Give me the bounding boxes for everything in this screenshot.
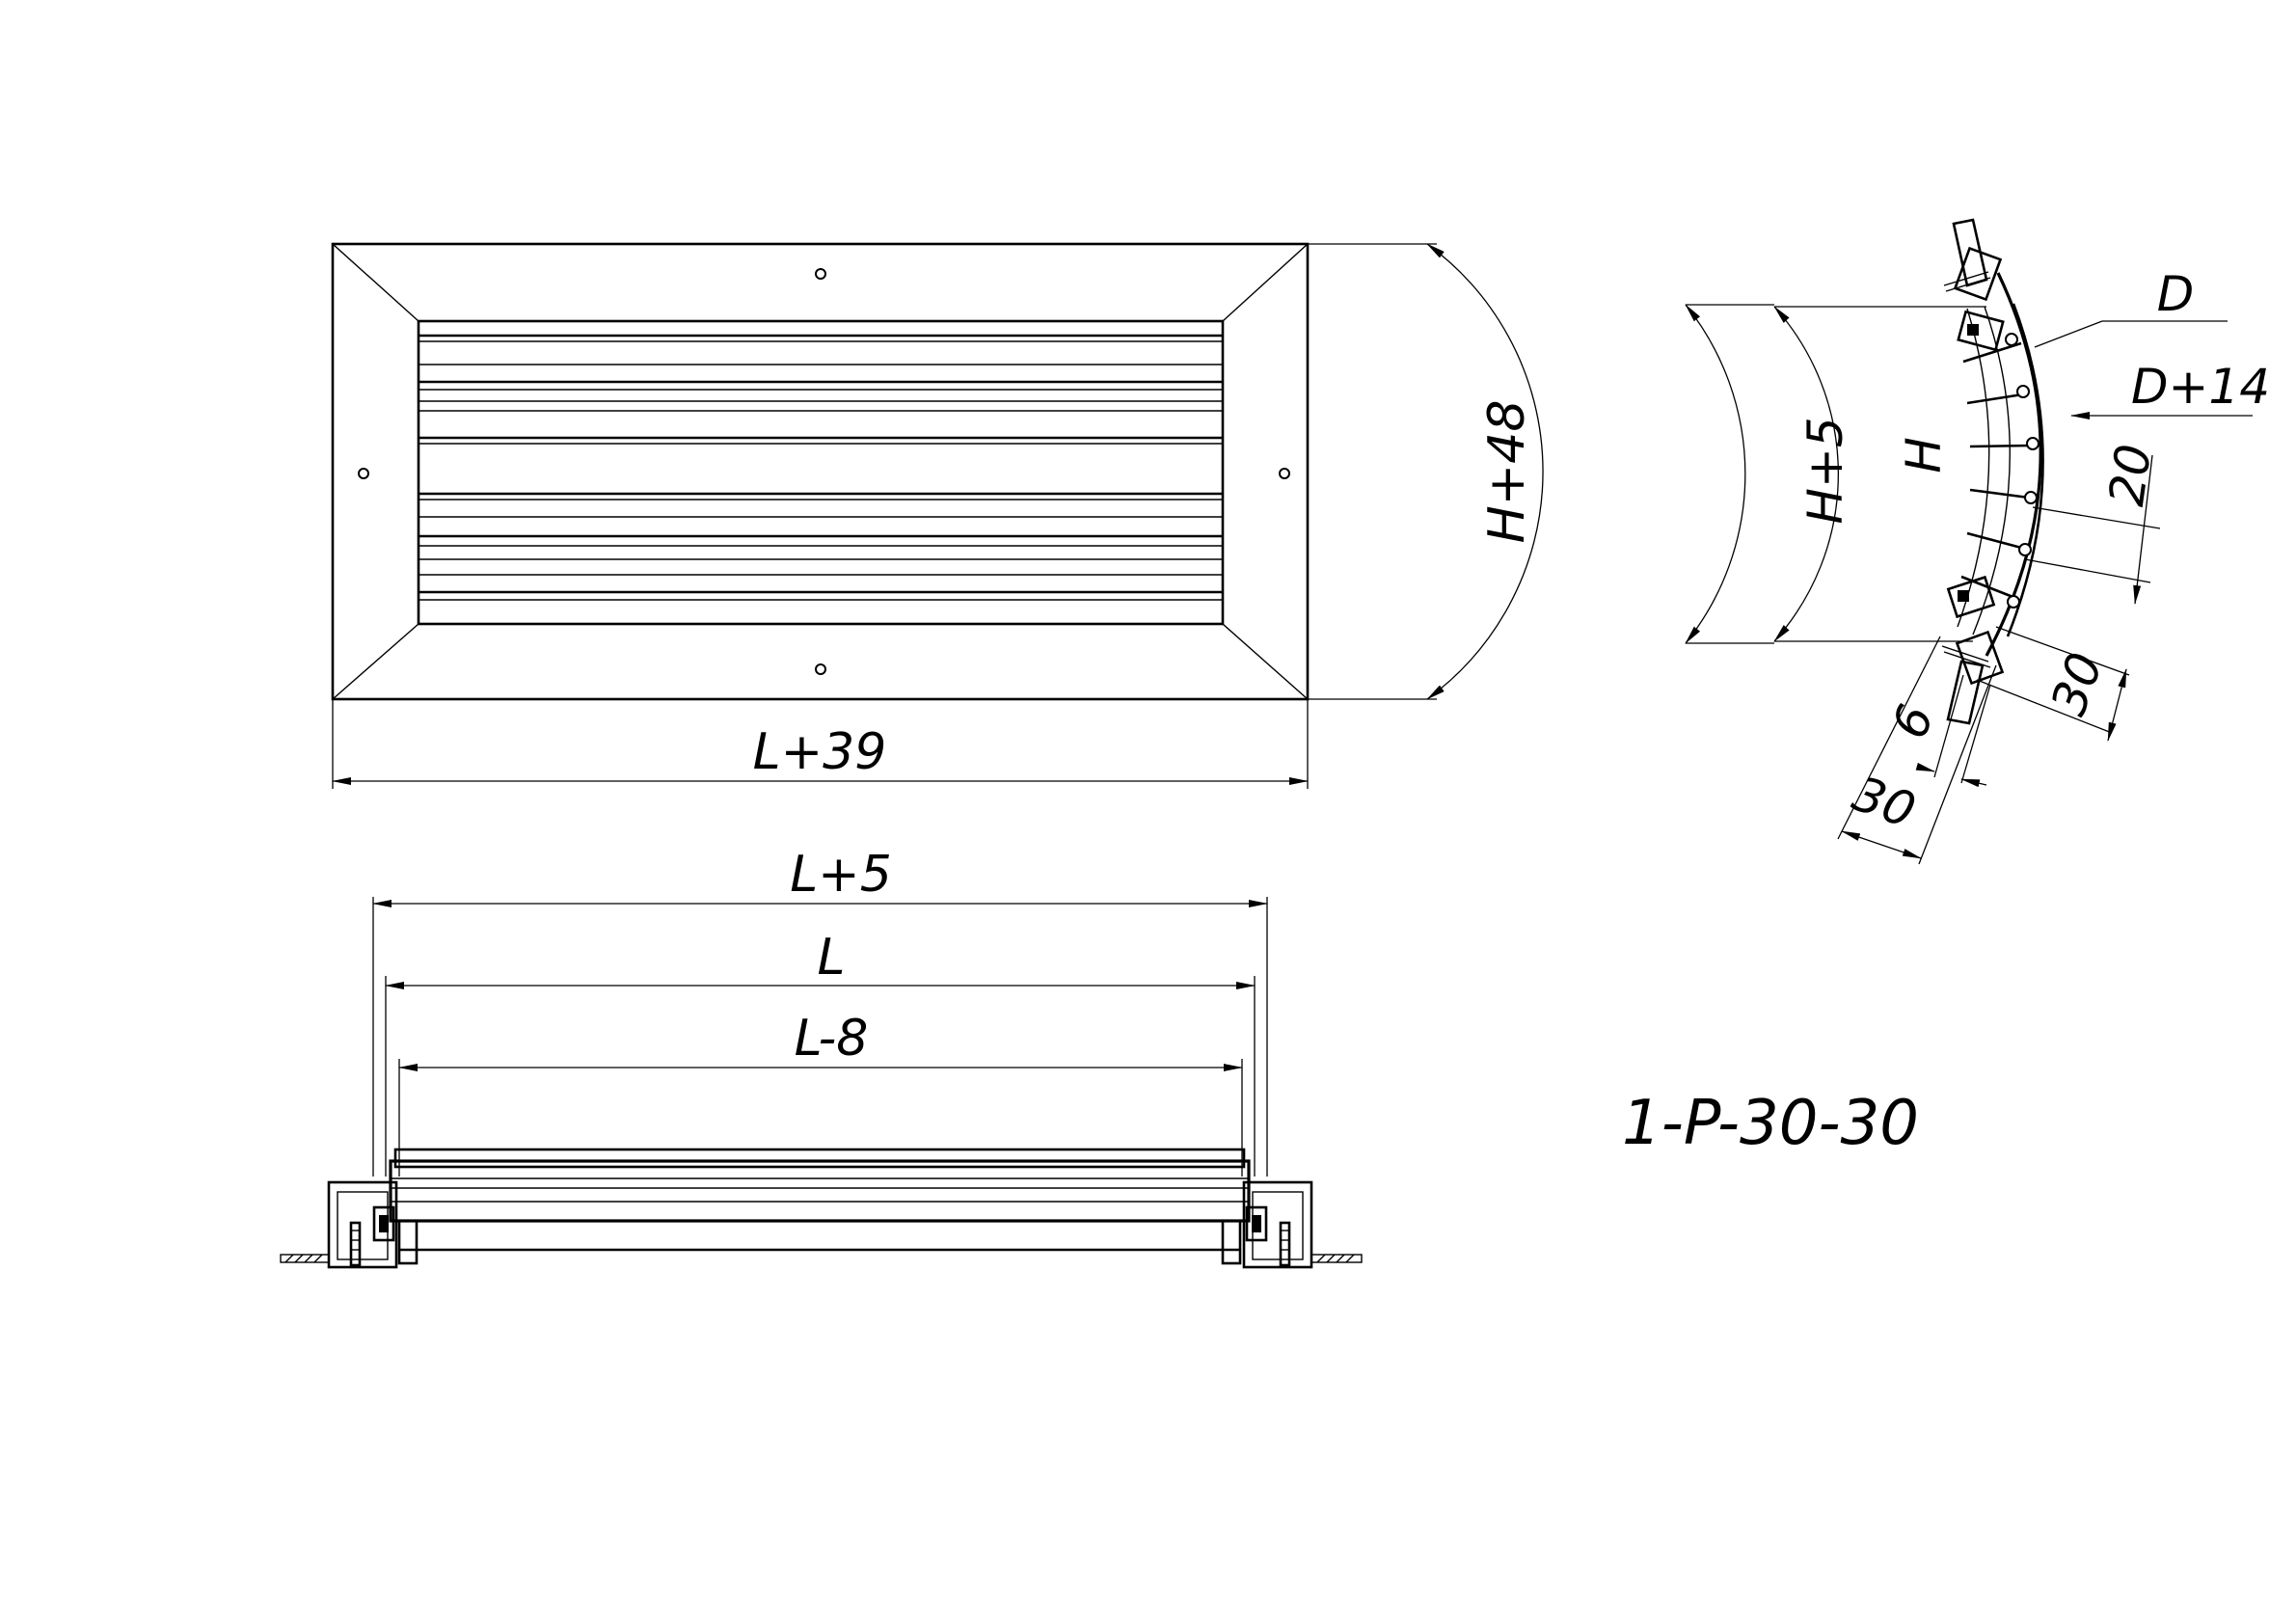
leader-d14: D+14 bbox=[2070, 359, 2270, 419]
height-label: H+48 bbox=[1478, 400, 1536, 544]
height-dimension: H+48 bbox=[1308, 243, 1544, 700]
model-code: 1-P-30-30 bbox=[1622, 1088, 1919, 1159]
dimension-20: 20 bbox=[2024, 441, 2162, 605]
width-dimension: L+39 bbox=[332, 699, 1309, 789]
grille-frame bbox=[331, 242, 1310, 701]
side-view: H H+5 D D+14 20 30 bbox=[1685, 218, 2270, 865]
dimension-30-bottom: 30 bbox=[1837, 636, 1997, 865]
curved-blades bbox=[1960, 333, 2039, 609]
label-20: 20 bbox=[2098, 441, 2162, 509]
mounting-holes bbox=[358, 268, 1290, 675]
dimension-30-right: 30 bbox=[1976, 626, 2130, 742]
curved-bottom-bracket bbox=[1941, 575, 2005, 686]
arc-dimension-h5: H+5 bbox=[1685, 304, 1853, 644]
dim-l-plus-5: L+5 bbox=[372, 846, 1268, 1177]
arc-dimension-h: H bbox=[1773, 306, 1986, 642]
left-mounting-bracket bbox=[280, 1180, 398, 1269]
label-30-right: 30 bbox=[2040, 645, 2114, 722]
dim-label-l-minus-8: L-8 bbox=[795, 1010, 869, 1068]
label-h: H bbox=[1896, 437, 1952, 473]
louver-blades bbox=[418, 324, 1224, 621]
label-d14: D+14 bbox=[2131, 359, 2270, 415]
dim-l: L bbox=[385, 929, 1256, 1177]
label-d: D bbox=[2157, 266, 2195, 322]
grille-body-section bbox=[389, 1148, 1251, 1265]
dimension-6: 6 bbox=[1881, 674, 1991, 788]
front-view: L+39 H+48 bbox=[331, 242, 1544, 789]
dim-label-l: L bbox=[818, 929, 846, 987]
curved-grille-profile bbox=[1946, 218, 2044, 725]
label-6: 6 bbox=[1881, 697, 1944, 745]
leader-d: D bbox=[2034, 266, 2228, 348]
curved-top-bracket bbox=[1943, 246, 2005, 352]
right-mounting-bracket bbox=[1242, 1180, 1363, 1269]
label-30-bottom: 30 bbox=[1846, 766, 1923, 839]
bottom-view: L+5 L L-8 bbox=[280, 846, 1363, 1269]
dim-label-l-plus-5: L+5 bbox=[790, 846, 892, 904]
dim-l-minus-8: L-8 bbox=[398, 1010, 1243, 1177]
width-label: L+39 bbox=[753, 723, 887, 781]
label-h-plus-5: H+5 bbox=[1797, 417, 1853, 524]
